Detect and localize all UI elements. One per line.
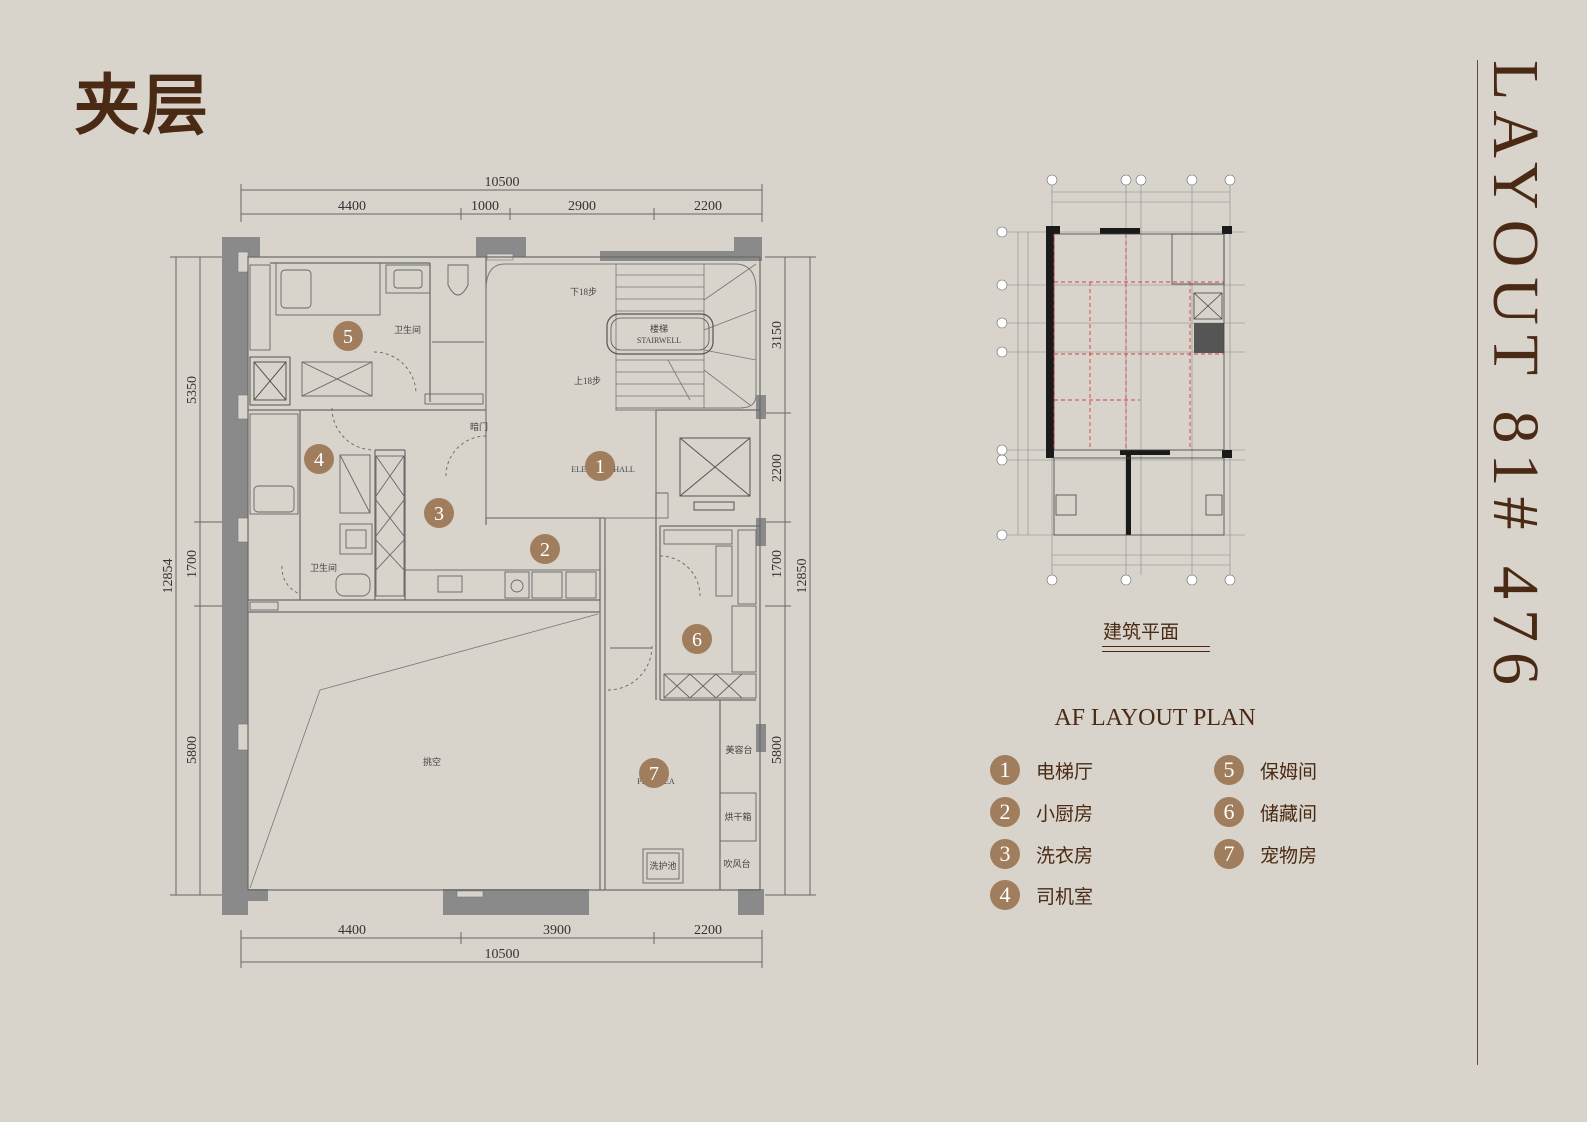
legend-num: 3 [990,839,1020,869]
dim-right-3: 1700 [770,550,785,578]
label-bathroom-top: 卫生间 [394,324,421,335]
dim-bottom-total: 10500 [485,947,520,962]
dim-right-total: 12850 [795,559,810,594]
label-void: 挑空 [423,756,441,767]
marker-7: 7 [639,758,669,788]
legend-item-2: 2 小厨房 [990,797,1093,827]
legend-title: AF LAYOUT PLAN [1054,705,1256,731]
label-blower: 吹风台 [723,858,750,869]
svg-text:2: 2 [540,539,550,561]
label-stair-en: STAIRWELL [637,336,681,345]
dim-left-2: 1700 [185,550,200,578]
dim-top-2: 1000 [471,199,499,214]
legend-label: 洗衣房 [1036,844,1094,867]
legend-item-6: 6 储藏间 [1214,797,1317,827]
label-stair-up: 上18步 [574,376,601,386]
dim-bottom-1: 4400 [338,923,366,938]
legend-num: 6 [1214,797,1244,827]
dim-right-1: 3150 [770,321,785,349]
legend-item-1: 1 电梯厅 [990,755,1093,785]
marker-3: 3 [424,498,454,528]
dim-top-1: 4400 [338,199,366,214]
dim-left-total: 12854 [161,559,176,594]
legend-num: 7 [1214,839,1244,869]
dim-bottom-2: 3900 [543,923,571,938]
legend-label: 司机室 [1036,885,1094,908]
dim-bottom-3: 2200 [694,923,722,938]
floor-plan: 10500 4400 1000 2900 2200 4400 3900 2200… [161,175,816,968]
legend-label: 宠物房 [1260,844,1318,867]
label-stair-down: 下18步 [570,287,597,297]
dim-top-3: 2900 [568,199,596,214]
label-dryer: 烘干箱 [724,811,751,822]
legend-item-4: 4 司机室 [990,880,1093,910]
svg-text:1: 1 [595,456,605,478]
dim-right-2: 2200 [770,454,785,482]
svg-text:6: 6 [692,629,702,651]
marker-6: 6 [682,624,712,654]
dim-left-3: 5800 [185,736,200,764]
marker-1: 1 [585,451,615,481]
legend-num: 4 [990,880,1020,910]
dim-right-4: 5800 [770,736,785,764]
page-title: 夹层 [74,67,210,144]
legend-label: 保姆间 [1260,760,1318,783]
legend-label: 小厨房 [1036,802,1094,825]
legend-num: 1 [990,755,1020,785]
label-bathroom-bottom: 卫生间 [310,562,337,573]
legend-label: 储藏间 [1260,802,1318,825]
marker-4: 4 [304,444,334,474]
svg-text:4: 4 [314,449,324,471]
label-hidden-door: 暗门 [470,421,488,432]
marker-2: 2 [530,534,560,564]
mini-plan-caption: 建筑平面 [1102,621,1179,643]
legend-label: 电梯厅 [1036,760,1094,783]
label-grooming-table: 美容台 [725,744,752,755]
side-title: LAYOUT 81# 476 [1479,60,1552,696]
dim-left-1: 5350 [185,376,200,404]
dim-top-total: 10500 [485,175,520,190]
legend-num: 2 [990,797,1020,827]
legend-num: 5 [1214,755,1244,785]
dim-top-4: 2200 [694,199,722,214]
svg-text:7: 7 [649,763,659,785]
mini-plan-underline [1102,646,1210,652]
marker-5: 5 [333,321,363,351]
svg-text:3: 3 [434,503,444,525]
legend-item-7: 7 宠物房 [1214,839,1317,869]
svg-text:5: 5 [343,326,353,348]
legend-item-5: 5 保姆间 [1214,755,1317,785]
label-stair-cn: 楼梯 [650,323,668,334]
side-divider [1477,60,1478,1065]
legend-item-3: 3 洗衣房 [990,839,1093,869]
label-bath-tub: 洗护池 [649,860,676,871]
mini-building-plan [996,174,1245,586]
